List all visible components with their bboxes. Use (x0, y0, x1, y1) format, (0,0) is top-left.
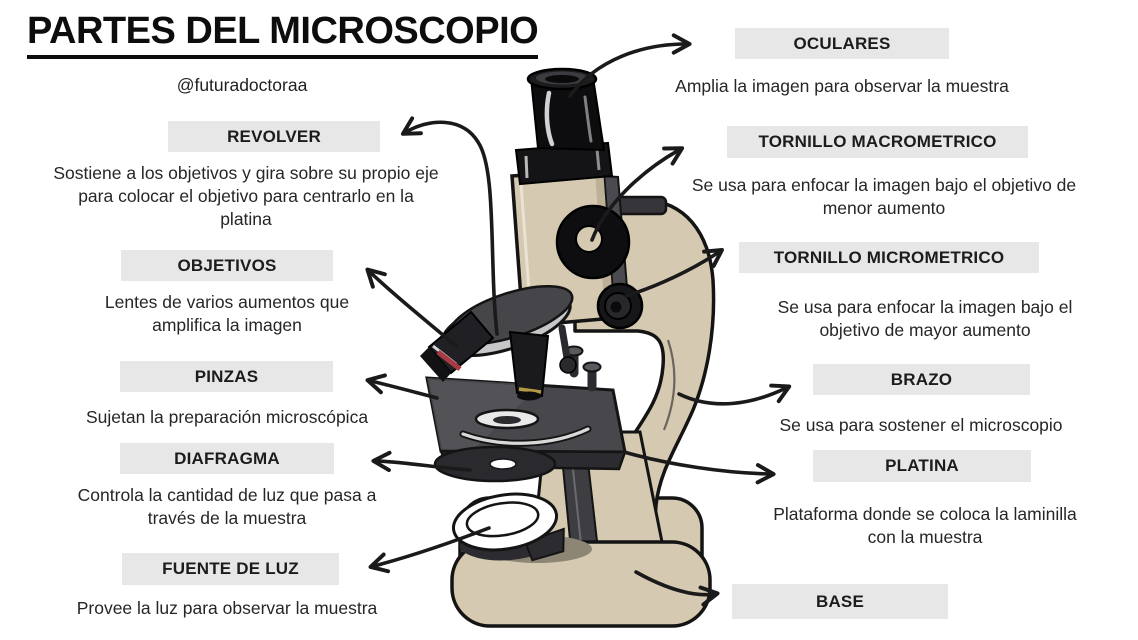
description-revolver: Sostiene a los objetivos y gira sobre su… (53, 163, 439, 229)
base-shadow (482, 535, 592, 563)
arrow-tornillo-micrometrico (624, 248, 724, 298)
arrow-objetivos (365, 267, 458, 348)
microscope-base (458, 496, 704, 588)
stage-screw (582, 361, 602, 373)
description-pinzas: Sujetan la preparación microscópica (85, 407, 369, 427)
diaphragm-disc (433, 445, 557, 483)
arrow-pinzas (365, 373, 439, 400)
label-box-brazo: BRAZO (813, 364, 1030, 395)
objective-lenses (420, 310, 577, 401)
label-box-pinzas: PINZAS (120, 361, 333, 392)
label-box-objetivos: OBJETIVOS (121, 250, 333, 281)
arm-top-cap (584, 195, 668, 216)
arrow-fuente-de-luz (368, 526, 491, 574)
author-handle: @futuradoctoraa (176, 75, 308, 95)
arrow-tornillo-macrometrico (590, 146, 685, 242)
description-platina: Plataforma donde se coloca la laminilla … (773, 504, 1077, 547)
mirror-light-source (451, 492, 565, 562)
arrow-brazo (677, 383, 792, 406)
connector-arrows (365, 33, 792, 607)
microscope-arm (573, 195, 716, 564)
fine-focus-knob (596, 282, 644, 330)
label-box-base: BASE (732, 584, 948, 619)
label-box-tornillo-macrometrico: TORNILLO MACROMETRICO (727, 126, 1028, 158)
stage-clip (459, 425, 592, 447)
label-box-revolver: REVOLVER (168, 121, 380, 152)
description-oculares: Amplia la imagen para observar la muestr… (675, 76, 1009, 96)
description-fuente-de-luz: Provee la luz para observar la muestra (76, 598, 378, 618)
label-box-platina: PLATINA (813, 450, 1031, 482)
label-box-oculares: OCULARES (735, 28, 949, 59)
description-tornillo-micrometrico: Se usa para enfocar la imagen bajo el ob… (777, 297, 1073, 340)
coarse-focus-knob (555, 204, 631, 280)
microscope-foot (450, 535, 712, 628)
page-title: PARTES DEL MICROSCOPIO (27, 8, 539, 60)
label-box-fuente-de-luz: FUENTE DE LUZ (122, 553, 339, 585)
description-tornillo-macrometrico: Se usa para enfocar la imagen bajo el ob… (691, 175, 1077, 218)
slide-pin (558, 324, 571, 362)
label-box-diafragma: DIAFRAGMA (120, 443, 334, 474)
stage-screw (564, 345, 584, 357)
arrow-base (634, 570, 720, 607)
nosepiece-revolver (440, 284, 574, 358)
description-objetivos: Lentes de varios aumentos que amplifica … (104, 292, 350, 335)
description-diafragma: Controla la cantidad de luz que pasa a t… (77, 485, 377, 528)
arrow-platina (622, 450, 776, 485)
body-tube (510, 167, 631, 328)
stage-aperture (474, 408, 540, 430)
label-box-tornillo-micrometrico: TORNILLO MICROMETRICO (739, 242, 1039, 273)
eyepiece (514, 67, 614, 186)
arrow-diafragma (371, 450, 472, 473)
stage (425, 345, 627, 471)
description-brazo: Se usa para sostener el microscopio (779, 415, 1063, 435)
microscope-pillar (530, 430, 668, 564)
